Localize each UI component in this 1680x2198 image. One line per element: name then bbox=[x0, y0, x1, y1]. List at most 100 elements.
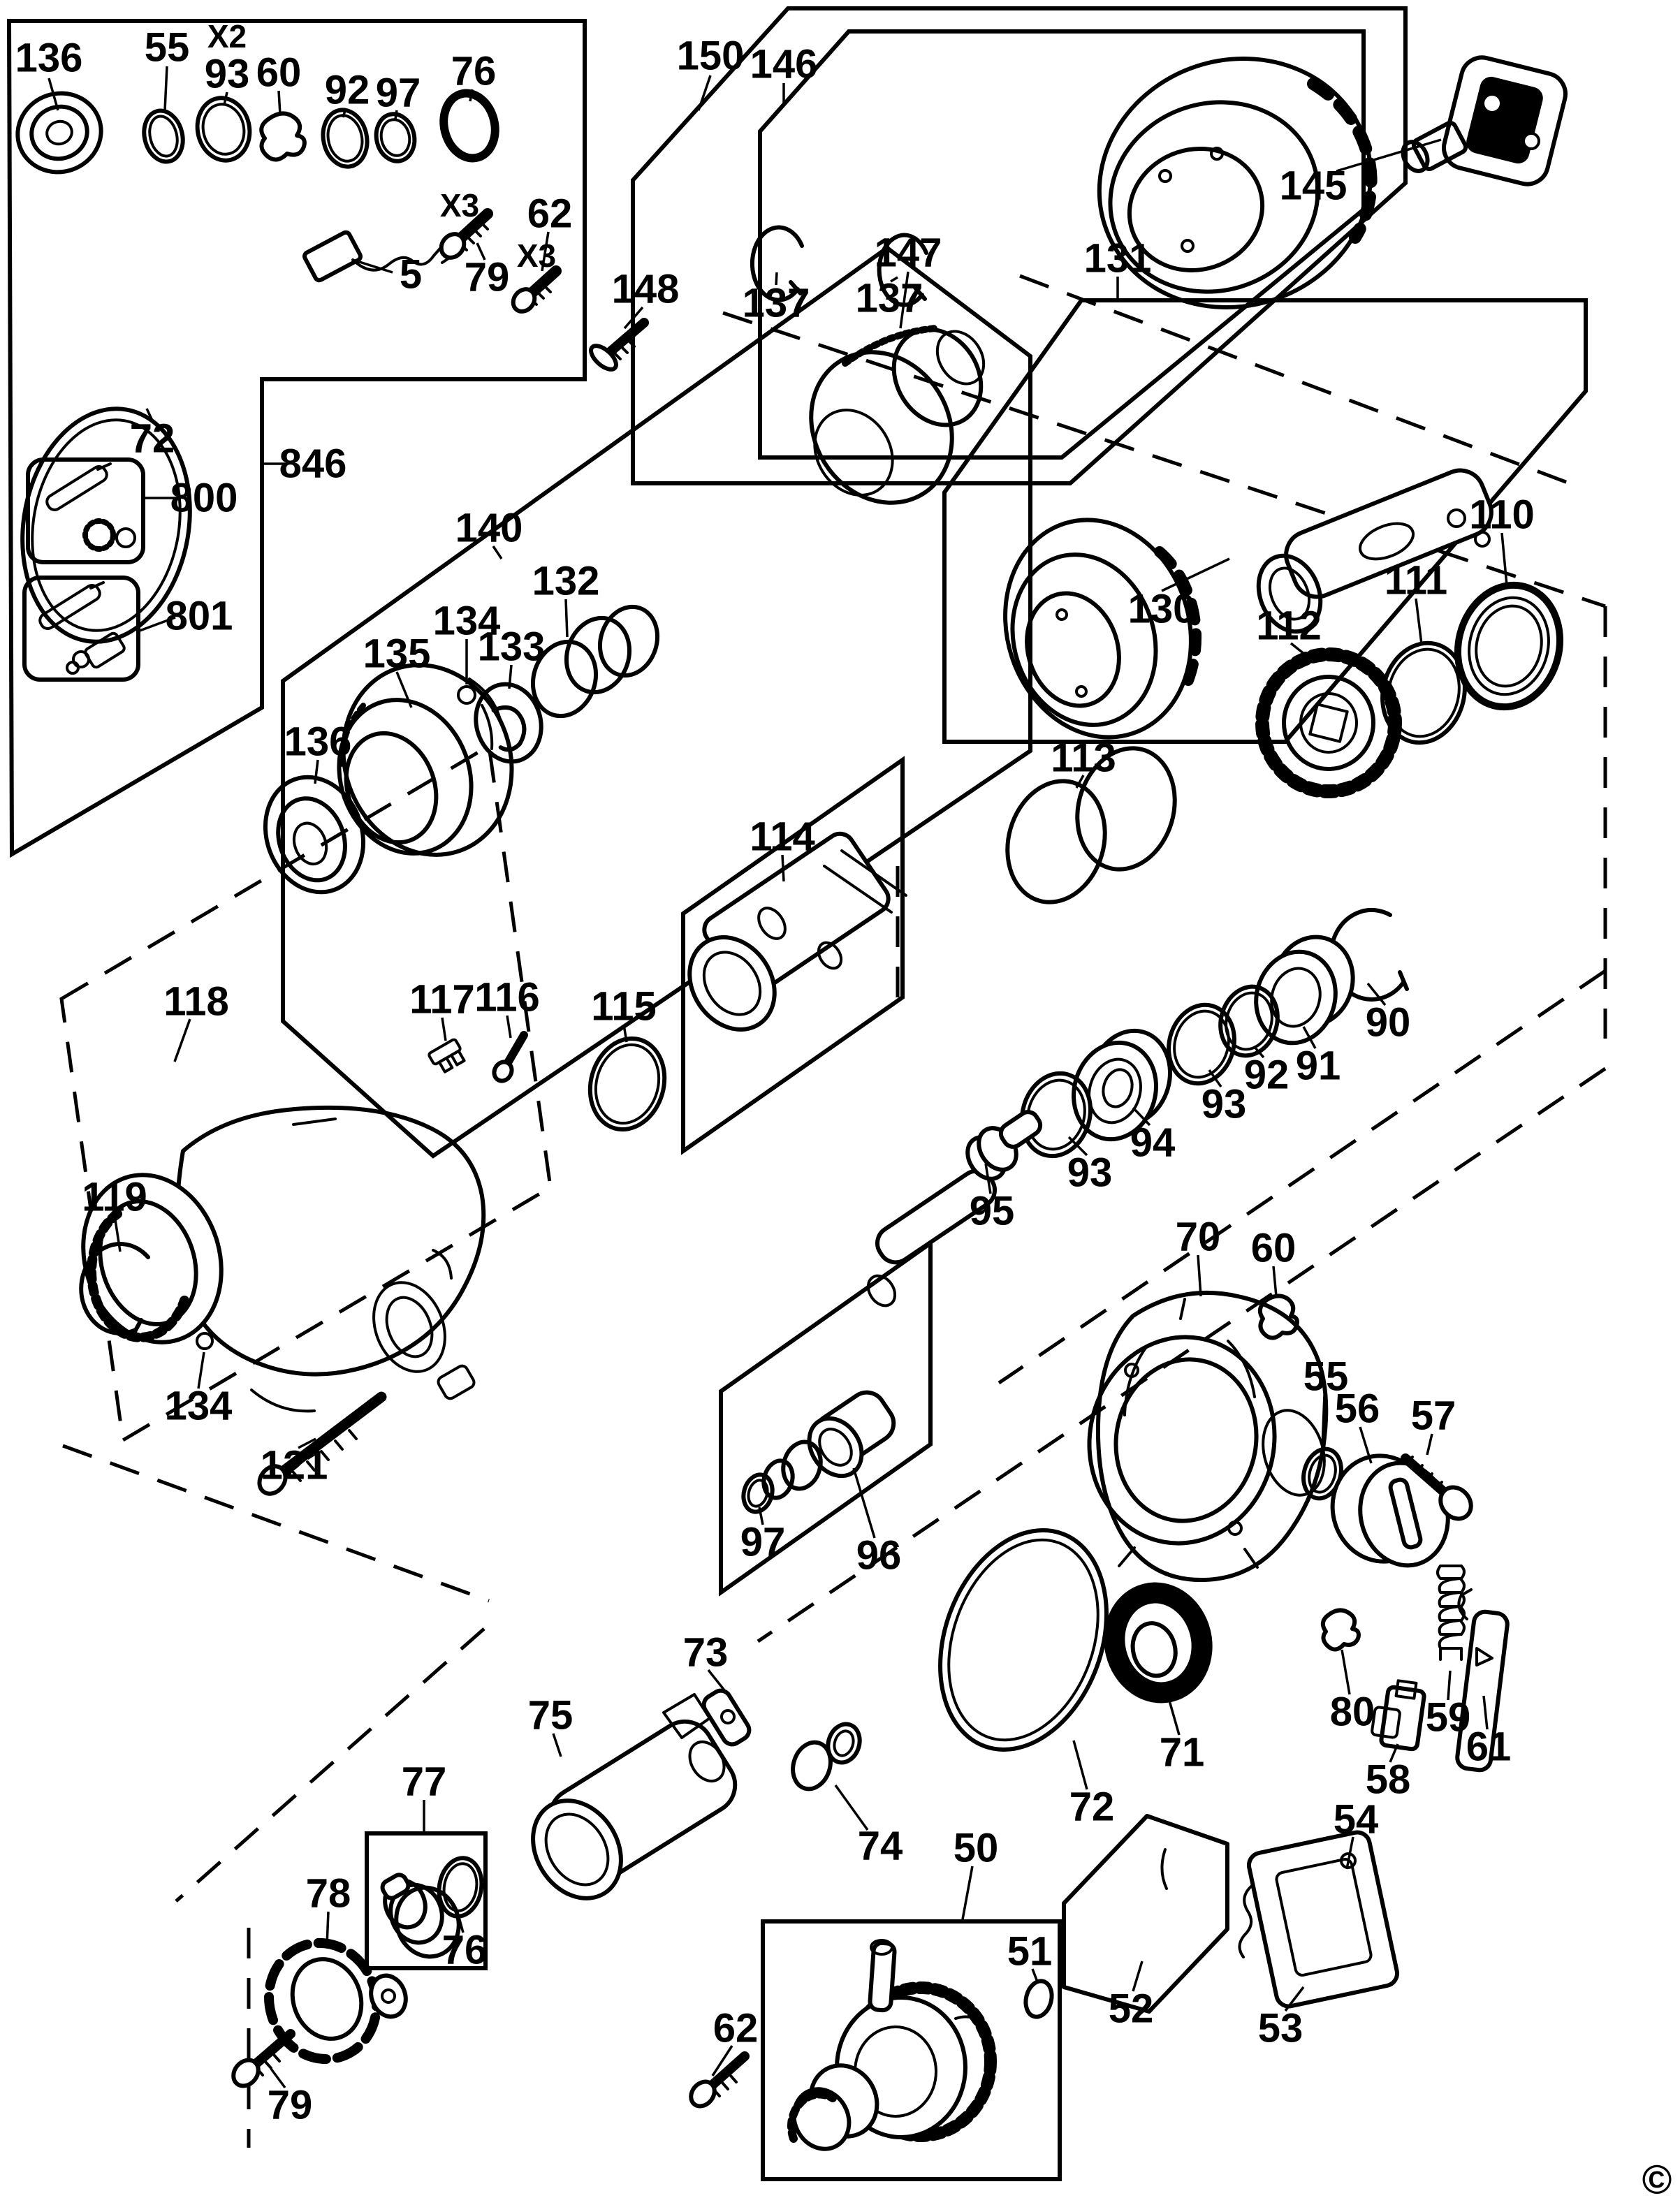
leader-line-93-2 bbox=[1208, 1069, 1222, 1088]
rings-74-part bbox=[791, 1722, 862, 1792]
part-label-118: 118 bbox=[163, 979, 229, 1025]
part-label-52: 52 bbox=[1109, 1986, 1154, 2032]
part-label-72-2: 72 bbox=[1069, 1785, 1115, 1830]
part-label-148: 148 bbox=[612, 267, 680, 312]
leader-line-57 bbox=[1426, 1433, 1433, 1456]
dashed-boundary bbox=[757, 1067, 1607, 1643]
leader-line-147 bbox=[899, 271, 910, 329]
group-box-96 bbox=[719, 1239, 933, 1597]
part-label-93-1: 93 bbox=[205, 52, 250, 97]
leader-line-93-1 bbox=[223, 91, 228, 105]
spring-59-part bbox=[1436, 1565, 1466, 1661]
leader-line-111 bbox=[1415, 598, 1423, 645]
leader-line-96 bbox=[852, 1467, 876, 1539]
part-label-140: 140 bbox=[455, 506, 523, 551]
part-label-60-2: 60 bbox=[1251, 1226, 1296, 1271]
part-label-113: 113 bbox=[1051, 735, 1116, 781]
part-label-137-2: 137 bbox=[856, 276, 923, 321]
dashed-boundary bbox=[998, 969, 1607, 1385]
o-ring-93b-part bbox=[1167, 1002, 1236, 1086]
screw-121-part bbox=[257, 1391, 387, 1496]
part-label-75: 75 bbox=[528, 1693, 574, 1738]
screw-116-part bbox=[492, 1031, 528, 1083]
part-label-137-1: 137 bbox=[743, 281, 810, 326]
leader-line-116 bbox=[506, 1015, 512, 1039]
part-label-110: 110 bbox=[1469, 492, 1535, 538]
leader-lines bbox=[48, 66, 1508, 2089]
part-label-77: 77 bbox=[402, 1759, 447, 1805]
dashed-boundary bbox=[62, 1444, 490, 1603]
part-label-51: 51 bbox=[1007, 1929, 1053, 1974]
part-label-x3-2: X3 bbox=[517, 237, 556, 274]
leader-line-55-2 bbox=[1321, 1394, 1326, 1448]
gear-case-70-part bbox=[1087, 1290, 1329, 1583]
part-label-132: 132 bbox=[532, 559, 600, 604]
gear-assembly-50-part bbox=[787, 1939, 997, 2151]
leader-line-132 bbox=[564, 599, 569, 638]
part-label-147: 147 bbox=[875, 230, 942, 276]
roller-73-part bbox=[701, 1688, 752, 1747]
group-box-114 bbox=[681, 756, 905, 1155]
part-label-846: 846 bbox=[279, 441, 347, 487]
switch-53-part bbox=[1238, 1830, 1400, 2009]
part-label-119: 119 bbox=[82, 1175, 147, 1220]
seal-110-part bbox=[1454, 581, 1564, 711]
cam-washer-133-part bbox=[474, 682, 543, 764]
latch-58-part bbox=[1371, 1679, 1426, 1752]
part-label-136-1: 136 bbox=[15, 36, 83, 81]
clamp-78-part bbox=[264, 1937, 408, 2065]
leader-line-150 bbox=[697, 75, 712, 111]
part-label-112: 112 bbox=[1256, 603, 1322, 649]
leader-line-60-2 bbox=[1272, 1266, 1278, 1297]
leader-line-60-1 bbox=[277, 90, 282, 115]
leader-line-136-1 bbox=[48, 78, 59, 111]
o-ring-93-part bbox=[195, 96, 252, 163]
part-label-76-2: 76 bbox=[442, 1928, 488, 1973]
clip-117-part bbox=[428, 1038, 466, 1074]
leader-line-76-1 bbox=[469, 89, 474, 102]
o-ring-76b-part bbox=[437, 1856, 484, 1919]
part-label-5: 5 bbox=[400, 252, 422, 298]
group-box-77 bbox=[365, 1831, 488, 1970]
piston-96-part bbox=[761, 1390, 896, 1500]
leader-line-118 bbox=[173, 1018, 191, 1062]
part-label-116: 116 bbox=[474, 975, 540, 1020]
group-box-146 bbox=[758, 29, 1366, 460]
retainer-clip-80-part bbox=[1320, 1608, 1361, 1652]
gear-housing-118-part bbox=[81, 1105, 486, 1413]
leader-line-50 bbox=[961, 1866, 974, 1920]
leader-line-62-1 bbox=[541, 231, 550, 272]
spindle-130-part bbox=[1256, 468, 1493, 634]
leader-line-56 bbox=[1359, 1426, 1373, 1464]
leader-line-115 bbox=[622, 1024, 628, 1043]
leader-line-114 bbox=[781, 854, 785, 882]
o-ring-55-part bbox=[142, 108, 185, 164]
part-label-92-1: 92 bbox=[325, 68, 370, 113]
leader-line-71 bbox=[1167, 1695, 1181, 1736]
o-ring-97b-part bbox=[741, 1472, 775, 1514]
leader-line-97-1 bbox=[394, 110, 398, 119]
part-label-93-3: 93 bbox=[1067, 1150, 1113, 1196]
part-label-97-1: 97 bbox=[376, 71, 421, 116]
o-ring-92-part bbox=[321, 108, 370, 169]
part-label-90: 90 bbox=[1366, 1000, 1411, 1046]
leader-line-79-1 bbox=[476, 242, 486, 261]
screw-57-part bbox=[1401, 1453, 1473, 1521]
leader-line-61 bbox=[1482, 1695, 1489, 1730]
leader-line-117 bbox=[441, 1017, 447, 1041]
leader-line-76-2 bbox=[458, 1917, 465, 1933]
part-label-55-1: 55 bbox=[145, 25, 190, 71]
leader-line-97-2 bbox=[758, 1507, 764, 1525]
o-ring-72b-part bbox=[938, 1528, 1109, 1752]
leader-line-135 bbox=[395, 671, 413, 708]
part-label-76-1: 76 bbox=[451, 49, 497, 94]
kit-box-846 bbox=[6, 19, 587, 858]
leader-line-95 bbox=[984, 1163, 992, 1194]
part-label-91: 91 bbox=[1296, 1043, 1341, 1089]
leader-line-137-2 bbox=[890, 276, 898, 283]
leader-line-121 bbox=[298, 1437, 316, 1449]
screw-62b-part bbox=[689, 2051, 750, 2109]
leader-line-72-2 bbox=[1072, 1740, 1088, 1790]
leader-line-75 bbox=[552, 1733, 562, 1757]
